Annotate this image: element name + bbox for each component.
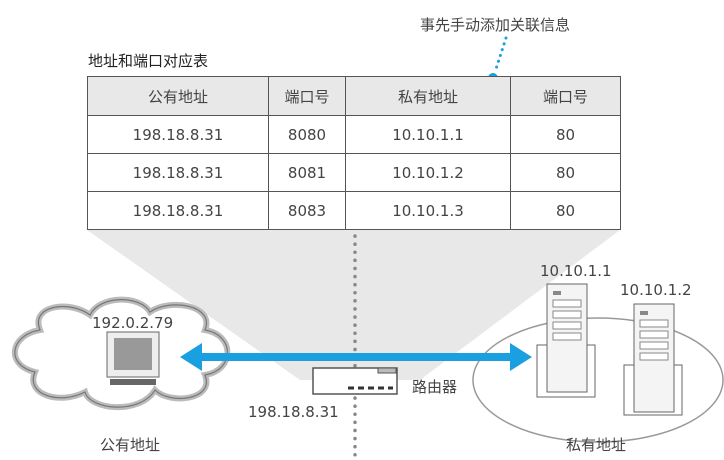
header-private-port: 端口号 (510, 76, 621, 116)
computer-icon (106, 331, 160, 385)
cell: 10.10.1.3 (345, 191, 511, 230)
server-icon (536, 283, 596, 398)
table-row: 198.18.8.31 8083 10.10.1.3 80 (87, 191, 621, 230)
router-icon (312, 367, 398, 395)
cell: 80 (510, 191, 621, 230)
private-network (472, 317, 724, 443)
mapping-fan (87, 230, 620, 380)
header-private-address: 私有地址 (345, 76, 511, 116)
table-header-row: 公有地址 端口号 私有地址 端口号 (87, 76, 621, 116)
bidirectional-arrow (180, 343, 532, 371)
server2-ip-label: 10.10.1.2 (620, 281, 692, 299)
cell: 8081 (268, 153, 346, 192)
server1-ip-label: 10.10.1.1 (540, 262, 612, 280)
callout-leader (493, 36, 508, 74)
header-public-port: 端口号 (268, 76, 346, 116)
cell: 198.18.8.31 (87, 153, 269, 192)
router-label: 路由器 (412, 378, 458, 396)
cell: 8083 (268, 191, 346, 230)
mapping-table: 公有地址 端口号 私有地址 端口号 198.18.8.31 8080 10.10… (87, 76, 621, 230)
cell: 80 (510, 115, 621, 154)
callout-text: 事先手动添加关联信息 (420, 16, 571, 34)
cell: 80 (510, 153, 621, 192)
cell: 10.10.1.1 (345, 115, 511, 154)
table-row: 198.18.8.31 8081 10.10.1.2 80 (87, 153, 621, 192)
table-row: 198.18.8.31 8080 10.10.1.1 80 (87, 115, 621, 154)
header-public-address: 公有地址 (87, 76, 269, 116)
table-title: 地址和端口对应表 (88, 52, 209, 70)
cell: 198.18.8.31 (87, 115, 269, 154)
public-address-label: 公有地址 (100, 436, 161, 454)
host-ip-label: 192.0.2.79 (92, 314, 174, 332)
cell: 10.10.1.2 (345, 153, 511, 192)
server-icon (623, 303, 683, 416)
private-address-label: 私有地址 (566, 436, 627, 454)
router-ip-label: 198.18.8.31 (248, 403, 339, 421)
cell: 8080 (268, 115, 346, 154)
cell: 198.18.8.31 (87, 191, 269, 230)
